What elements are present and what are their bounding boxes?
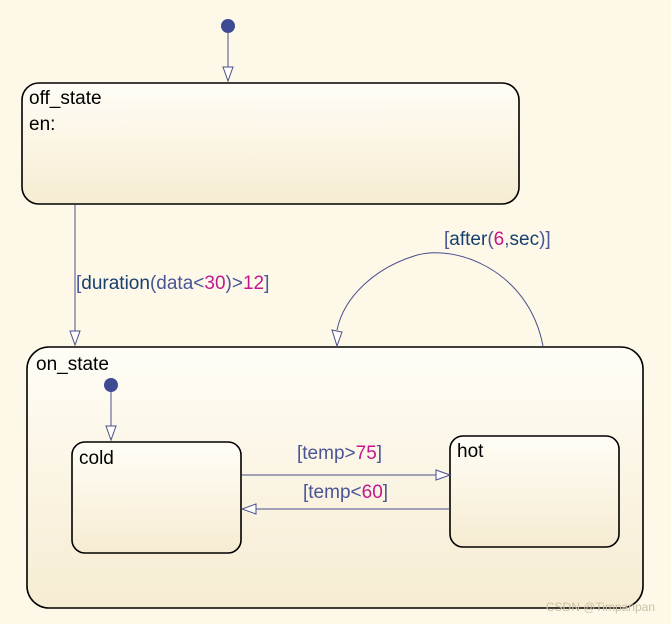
default-transition-dot [221,19,235,33]
state-cold-name: cold [79,448,114,469]
default-transition-off-state[interactable] [221,19,235,83]
state-on-state-name: on_state [36,354,109,375]
default-transition-inner-arrowhead [105,425,117,442]
transition-after-label[interactable]: [after(6,sec)] [444,229,551,250]
transition-off-to-on[interactable]: [duration(data<30)>12] [69,205,269,347]
state-cold-box [71,441,242,554]
transition-temp-cold-label[interactable]: [temp<60] [303,482,388,503]
transition-duration-label[interactable]: [duration(data<30)>12] [76,273,269,294]
default-transition-arrowhead [222,66,234,83]
transition-on-self-loop-arrowhead [331,329,343,348]
state-cold[interactable]: cold [71,441,242,554]
state-off-state-box [21,82,520,205]
transition-cold-to-hot-arrowhead [435,469,452,481]
state-hot-box [449,435,620,548]
default-transition-cold[interactable] [104,378,118,442]
state-off-state-entry-action: en: [29,114,55,135]
default-transition-inner-dot [104,378,118,392]
state-hot-name: hot [457,441,484,462]
transition-cold-to-hot[interactable]: [temp>75] [242,443,452,481]
transition-hot-to-cold-arrowhead [240,503,257,515]
state-off-state[interactable]: off_state en: [21,82,520,205]
watermark-text: CSDN @Timpanpan [546,600,655,614]
state-off-state-name: off_state [29,88,102,109]
state-hot[interactable]: hot [449,435,620,548]
transition-hot-to-cold[interactable]: [temp<60] [240,482,450,515]
transition-off-to-on-arrowhead [69,330,81,347]
transition-on-self-loop[interactable]: [after(6,sec)] [331,229,551,348]
transition-on-self-loop-arc [336,252,544,347]
transition-temp-hot-label[interactable]: [temp>75] [297,443,382,464]
